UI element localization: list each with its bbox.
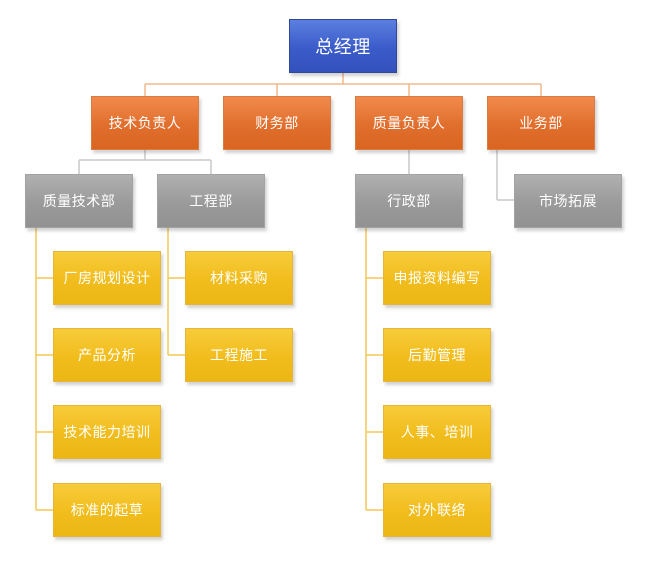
node-engineering-dept: 工程部 [157,174,265,228]
node-label: 材料采购 [210,271,268,287]
node-label: 人事、培训 [400,425,474,441]
node-label: 标准的起草 [70,503,144,519]
node-label: 技术负责人 [108,116,182,132]
node-finance: 财务部 [223,96,331,150]
node-product-analysis: 产品分析 [53,328,161,382]
node-label: 行政部 [387,194,431,210]
node-label: 财务部 [255,116,299,132]
root-connectors [144,73,542,96]
node-market-expansion: 市场拓展 [514,174,622,228]
node-label: 后勤管理 [408,348,466,364]
node-label: 工程施工 [210,348,268,364]
node-logistics: 后勤管理 [383,328,491,382]
node-label: 质量技术部 [42,194,116,210]
node-plant-planning: 厂房规划设计 [53,251,161,305]
node-external-relations: 对外联络 [383,483,491,537]
node-label: 总经理 [315,37,371,58]
node-material-procurement: 材料采购 [185,251,293,305]
node-tech-lead: 技术负责人 [91,96,199,150]
node-label: 工程部 [189,194,233,210]
node-label: 市场拓展 [539,194,597,210]
node-hr-training: 人事、培训 [383,405,491,459]
node-business: 业务部 [487,96,595,150]
level1-connectors [78,150,514,201]
node-label: 申报资料编写 [393,271,481,287]
node-label: 产品分析 [78,348,136,364]
node-filing-docs: 申报资料编写 [383,251,491,305]
node-quality-tech-dept: 质量技术部 [25,174,133,228]
node-label: 业务部 [519,116,563,132]
node-label: 厂房规划设计 [63,271,151,287]
node-admin-dept: 行政部 [355,174,463,228]
level2-connectors [35,228,383,511]
node-label: 对外联络 [408,503,466,519]
node-general-manager: 总经理 [289,19,397,73]
node-label: 质量负责人 [372,116,446,132]
node-quality-lead: 质量负责人 [355,96,463,150]
node-tech-training: 技术能力培训 [53,405,161,459]
node-construction: 工程施工 [185,328,293,382]
node-standard-drafting: 标准的起草 [53,483,161,537]
node-label: 技术能力培训 [63,425,151,441]
